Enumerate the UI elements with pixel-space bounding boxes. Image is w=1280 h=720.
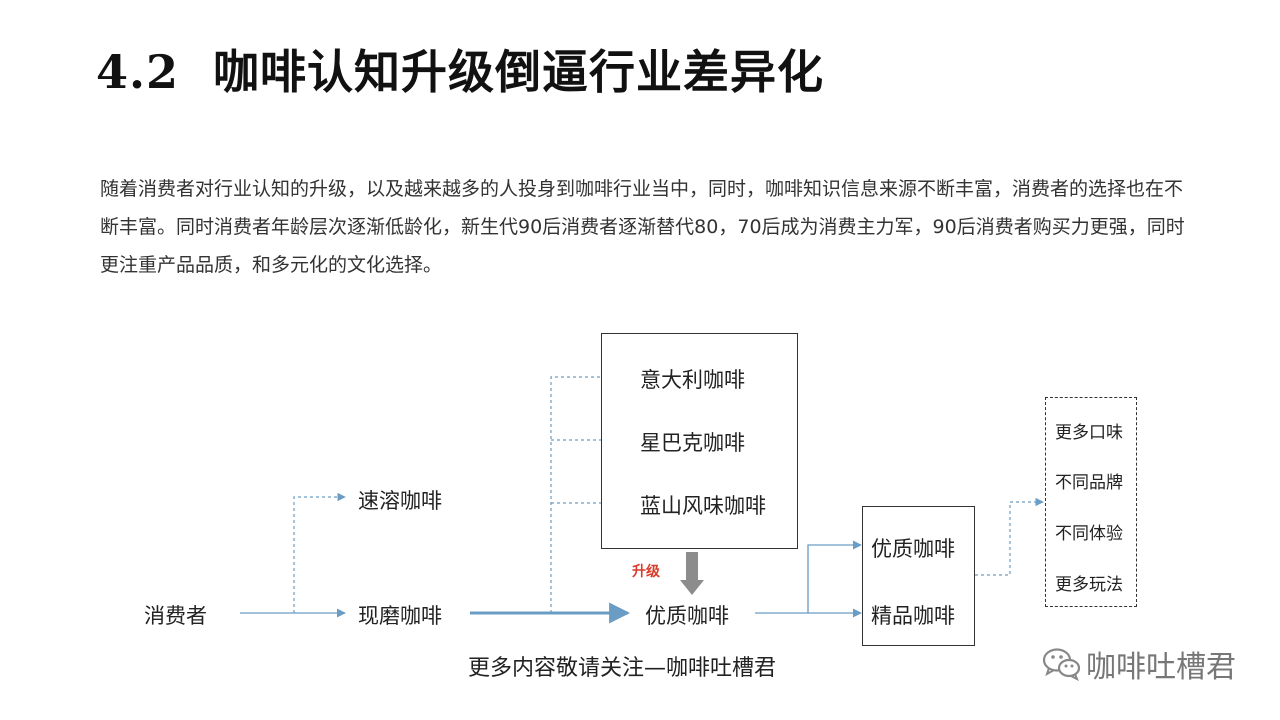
- node-bluemountain-coffee: 蓝山风味咖啡: [640, 494, 766, 518]
- title-text: 咖啡认知升级倒逼行业差异化: [213, 45, 825, 99]
- node-italian-coffee: 意大利咖啡: [640, 368, 745, 392]
- node-instant-coffee: 速溶咖啡: [358, 489, 442, 513]
- benefit-more-flavors: 更多口味: [1055, 423, 1123, 443]
- quality-premium-box: [862, 506, 975, 646]
- arrow-to-italian: [550, 372, 629, 613]
- node-quality-coffee-center: 优质咖啡: [645, 604, 729, 628]
- node-premium-coffee: 精品咖啡: [871, 604, 955, 628]
- upgrade-arrow-shaft: [686, 552, 698, 582]
- node-starbucks-coffee: 星巴克咖啡: [640, 431, 745, 455]
- arrow-to-quality-box: [755, 540, 862, 614]
- coffee-types-box: [601, 333, 798, 549]
- watermark: 咖啡吐槽君: [1042, 642, 1236, 686]
- watermark-text: 咖啡吐槽君: [1086, 650, 1236, 685]
- footer-note: 更多内容敬请关注—咖啡吐槽君: [468, 656, 777, 681]
- upgrade-arrow-head: [680, 580, 704, 595]
- benefits-box: [1045, 397, 1137, 607]
- node-quality-coffee: 优质咖啡: [871, 537, 955, 561]
- section-number: 4.2: [96, 45, 180, 99]
- arrow-to-benefits: [975, 497, 1044, 576]
- benefit-different-experience: 不同体验: [1055, 524, 1123, 544]
- intro-paragraph: 随着消费者对行业认知的升级，以及越来越多的人投身到咖啡行业当中，同时，咖啡知识信…: [100, 178, 1185, 276]
- benefit-different-brands: 不同品牌: [1055, 473, 1123, 493]
- node-consumer: 消费者: [144, 604, 207, 628]
- node-fresh-coffee: 现磨咖啡: [358, 604, 442, 628]
- page-title: 4.2 咖啡认知升级倒逼行业差异化: [96, 36, 824, 102]
- wechat-icon: [1042, 648, 1081, 682]
- arrow-to-instant: [293, 492, 346, 613]
- benefit-more-ways: 更多玩法: [1055, 575, 1123, 595]
- upgrade-label: 升级: [632, 564, 660, 580]
